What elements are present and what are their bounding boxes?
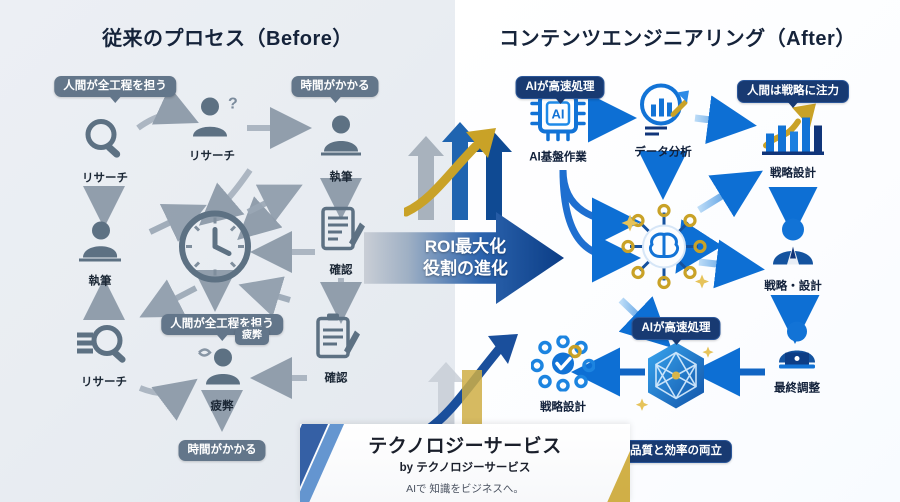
businessperson-icon xyxy=(745,217,841,276)
node-after-7 xyxy=(628,337,724,424)
node-before-6: 疲弊 xyxy=(174,343,270,414)
ai-brain-hub-icon xyxy=(609,199,719,300)
person-laptop-icon xyxy=(749,321,845,378)
node-after-5: 戦略設計 xyxy=(515,334,611,415)
node-before-2: 執筆 xyxy=(293,112,389,185)
node-label: 疲弊 xyxy=(210,400,234,413)
node-after-3: 戦略・設計 xyxy=(745,217,841,294)
node-label: 執筆 xyxy=(88,275,112,288)
node-before-0: リサーチ xyxy=(57,115,153,186)
node-label: 最終調整 xyxy=(774,382,820,395)
clock-icon xyxy=(167,206,263,293)
footer-by-line: by テクノロジーサービス xyxy=(399,461,531,474)
footer-brand-name: テクノロジーサービス xyxy=(368,435,562,457)
node-before-3: 執筆 xyxy=(52,216,148,289)
badge-after-2: AIが高速処理 xyxy=(631,317,721,341)
node-label: AI基盤作業 xyxy=(529,151,587,164)
person-tired-icon xyxy=(174,343,270,396)
person-writing-desk-icon xyxy=(52,216,148,271)
node-label: 確認 xyxy=(329,264,353,277)
badge-before-0: 人間が全工程を担う xyxy=(54,76,176,98)
badge-before-3: 疲弊 xyxy=(235,327,269,345)
check-network-icon xyxy=(515,334,611,397)
after-connectors xyxy=(559,93,820,397)
node-before-8 xyxy=(167,206,263,295)
svg-text:AI: AI xyxy=(552,107,565,122)
growth-arrows-top xyxy=(401,108,524,220)
node-after-6 xyxy=(609,199,719,302)
node-after-0: AI AI基盤作業 xyxy=(510,85,606,165)
node-label: 確認 xyxy=(324,372,348,385)
after-title: コンテンツエンジニアリング（After） xyxy=(499,28,856,50)
node-label: 執筆 xyxy=(329,171,353,184)
document-pencil-icon xyxy=(293,203,389,260)
node-label: データ分析 xyxy=(634,146,692,159)
node-before-1: ? リサーチ xyxy=(164,93,260,164)
node-label: リサーチ xyxy=(82,172,128,185)
clipboard-pencil-icon xyxy=(288,311,384,368)
footer-tagline: AIで 知識をビジネスへ。 xyxy=(406,482,524,495)
before-connectors xyxy=(83,86,362,432)
footer-brand-card: テクノロジーサービス by テクノロジーサービス AIで 知識をビジネスへ。 xyxy=(300,424,630,502)
node-label: リサーチ xyxy=(81,376,127,389)
magnifier-icon xyxy=(57,115,153,168)
node-after-4: 最終調整 xyxy=(749,321,845,396)
before-title: 従来のプロセス（Before） xyxy=(102,28,353,50)
node-label: 戦略・設計 xyxy=(764,280,822,293)
badge-before-1: 時間がかかる xyxy=(291,76,379,98)
stripe-gold xyxy=(588,424,630,502)
badge-after-1: 人間は戦略に注力 xyxy=(737,80,849,104)
person-writing-icon xyxy=(293,112,389,167)
node-label: 戦略設計 xyxy=(770,167,816,180)
node-before-4: 確認 xyxy=(293,203,389,278)
node-before-7: 確認 xyxy=(288,311,384,386)
node-label: 戦略設計 xyxy=(540,401,586,414)
node-after-1: データ分析 xyxy=(615,81,711,160)
person-question-icon: ? xyxy=(164,93,260,146)
badge-before-4: 時間がかかる xyxy=(178,440,266,462)
magnifier-books-icon xyxy=(56,321,152,372)
network-polygon-icon xyxy=(628,337,724,422)
node-label: リサーチ xyxy=(189,150,235,163)
bar-chart-up-icon xyxy=(745,100,841,163)
badge-after-0: AIが高速処理 xyxy=(515,76,605,100)
badge-after-3: 品質と効率の両立 xyxy=(620,440,732,464)
node-after-2: 戦略設計 xyxy=(745,100,841,181)
node-before-5: リサーチ xyxy=(56,321,152,390)
chart-magnifier-icon xyxy=(615,81,711,142)
svg-text:?: ? xyxy=(228,96,238,113)
